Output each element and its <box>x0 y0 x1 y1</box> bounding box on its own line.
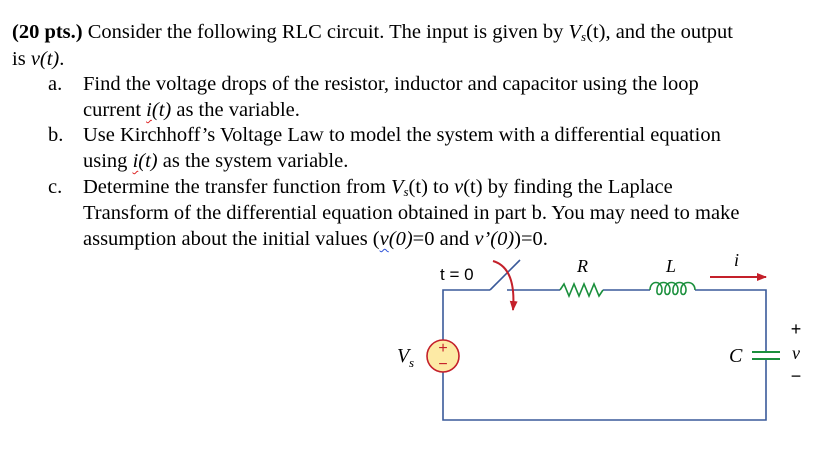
wire-left-top <box>442 289 490 340</box>
item-c-mid: to <box>427 175 455 198</box>
input-arg: (t) <box>408 175 428 198</box>
input-subscript: s <box>403 183 409 199</box>
item-c-suffix: by finding the Laplace <box>482 175 673 198</box>
item-a-prefix: current <box>83 98 147 121</box>
item-a-line-2: current i(t) as the variable. <box>83 98 832 124</box>
item-c-line3-suffix: )=0. <box>514 227 548 250</box>
wire-right <box>695 289 767 352</box>
item-c-line3-prefix: assumption about the initial values ( <box>83 227 380 250</box>
spellcheck-word[interactable]: i <box>132 149 139 172</box>
item-c-line-2: Transform of the differential equation o… <box>83 202 740 225</box>
switch-blade <box>489 259 521 291</box>
item-marker: b. <box>48 124 64 147</box>
item-a: a. Find the voltage drops of the resisto… <box>12 72 832 123</box>
resistor-label: R <box>576 256 588 276</box>
intro-text: Consider the following RLC circuit. The … <box>82 21 569 43</box>
derivative-symbol: v’ <box>474 227 491 250</box>
item-marker: c. <box>48 175 63 198</box>
output-symbol: v(t) <box>30 47 60 70</box>
initial-arg: (0) <box>490 227 515 250</box>
inductor <box>649 281 696 296</box>
problem-intro-line-2: is v(t). <box>12 47 832 73</box>
current-label: i <box>734 250 739 270</box>
input-symbol: V <box>390 175 404 198</box>
points-label: (20 pts.) <box>12 21 83 43</box>
item-c-prefix: Determine the transfer function from <box>83 175 391 198</box>
item-c-line3-mid: =0 and <box>412 227 475 250</box>
item-a-line-1: Find the voltage drops of the resistor, … <box>83 73 699 96</box>
item-b-line-2: using i(t) as the system variable. <box>83 149 832 175</box>
output-label: v <box>792 343 800 363</box>
initial-arg: (0) <box>388 227 413 250</box>
output-symbol: v <box>454 175 464 198</box>
item-b: b. Use Kirchhoff’s Voltage Law to model … <box>12 123 832 174</box>
problem-intro-line-1: (20 pts.) Consider the following RLC cir… <box>12 20 832 47</box>
item-c-line-1: Determine the transfer function from Vs(… <box>83 175 832 202</box>
capacitor <box>752 351 780 360</box>
capacitor-label: C <box>729 345 743 367</box>
input-subscript: s <box>581 29 587 44</box>
problem-statement: (20 pts.) Consider the following RLC cir… <box>12 20 832 252</box>
source-minus: − <box>438 356 447 373</box>
item-c: c. Determine the transfer function from … <box>12 175 832 253</box>
spellcheck-word[interactable]: i <box>146 98 152 121</box>
source-subscript: s <box>409 355 414 370</box>
variable-arg: (t) <box>138 149 158 172</box>
resistor <box>559 281 604 299</box>
item-b-suffix: as the system variable. <box>157 149 349 172</box>
inductor-label: L <box>665 256 676 276</box>
input-symbol: V <box>568 21 582 43</box>
item-b-prefix: using <box>83 149 133 172</box>
source-label: V <box>397 345 412 367</box>
source-plus: + <box>438 340 447 357</box>
output-arg: (t) <box>463 175 483 198</box>
input-arg: (t) <box>586 21 606 43</box>
voltage-source: + − <box>426 339 460 373</box>
intro-line2-prefix: is <box>12 47 31 70</box>
output-minus: − <box>791 366 802 386</box>
variable-arg: (t) <box>151 98 172 121</box>
item-a-suffix: as the variable. <box>171 98 300 121</box>
item-marker: a. <box>48 73 63 96</box>
switch-label: t = 0 <box>440 265 474 284</box>
switch-arrow-icon <box>492 260 518 311</box>
item-c-line-3: assumption about the initial values (v(0… <box>83 227 832 253</box>
intro-text-2: , and the output <box>605 21 733 43</box>
item-b-line-1: Use Kirchhoff’s Voltage Law to model the… <box>83 124 721 147</box>
output-plus: + <box>791 319 802 339</box>
intro-line2-suffix: . <box>59 47 65 70</box>
spellcheck-word[interactable]: v <box>379 227 389 250</box>
wires <box>442 259 767 421</box>
wire-right-bottom <box>442 359 767 421</box>
